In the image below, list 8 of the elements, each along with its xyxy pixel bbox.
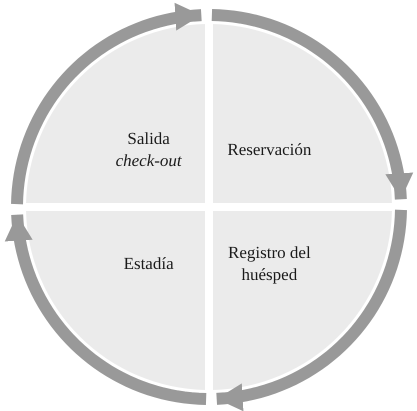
stage-label: Registro del huésped: [227, 242, 312, 286]
cycle-arrow: [4, 214, 206, 405]
stage-label: Reservación: [226, 139, 312, 162]
cycle-arrow: [11, 2, 202, 204]
cycle-arrow: [216, 210, 407, 411]
stage-label: Salida check-out: [114, 128, 183, 172]
cycle-arrow: [212, 9, 414, 200]
stage-label: Estadía: [122, 252, 175, 275]
